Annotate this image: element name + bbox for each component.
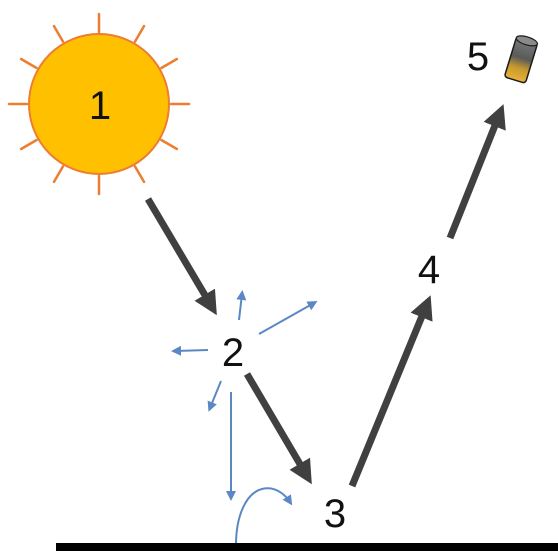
scatter-arrow-up — [236, 290, 247, 321]
scattering-arrows — [171, 290, 318, 546]
scatter-arrow-up-right — [258, 301, 318, 335]
sun-rays — [7, 12, 191, 196]
sun-disc — [28, 33, 170, 175]
sun-ray — [19, 57, 38, 70]
incoming-radiation-arrow — [144, 197, 217, 316]
step-label-4: 4 — [418, 248, 440, 292]
surface-emission-arrow — [235, 487, 293, 546]
satellite-sensor-icon — [504, 35, 539, 84]
step-label-1: 1 — [89, 84, 111, 128]
step-label-3: 3 — [324, 492, 346, 536]
transmitted-radiation-arrow — [243, 372, 312, 485]
step-label-5: 5 — [467, 35, 489, 79]
step-label-2: 2 — [222, 331, 244, 375]
ground-surface-line — [56, 543, 558, 551]
sun-ray — [133, 165, 146, 184]
sun-ray — [133, 24, 146, 43]
sun-ray — [52, 24, 65, 43]
sun-ray — [52, 165, 65, 184]
sun-ray — [19, 138, 38, 151]
reflected-radiation-arrow-lower — [348, 295, 433, 488]
reflected-radiation-arrow-upper — [446, 104, 506, 240]
sun-icon — [7, 12, 191, 196]
sun-ray — [160, 138, 179, 151]
scatter-arrow-left — [171, 345, 209, 356]
scatter-arrow-down-left — [207, 380, 222, 412]
sun-ray — [160, 57, 179, 70]
